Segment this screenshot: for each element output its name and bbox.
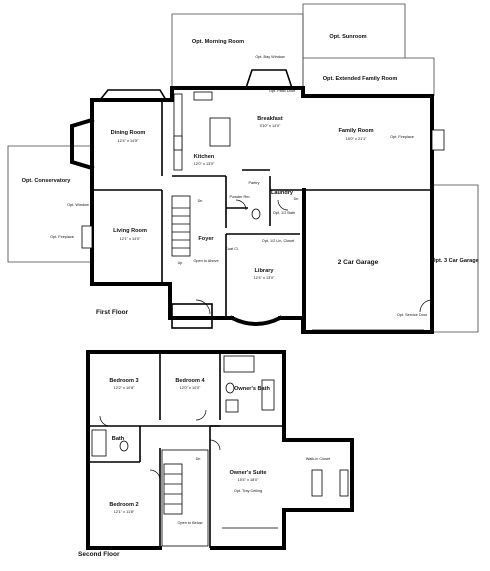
walkin-closet-shelf <box>311 469 323 497</box>
patio-door-label: Opt. Patio Door <box>269 89 296 93</box>
stairs-dn2-label: Dn <box>196 457 201 461</box>
bedroom2-dim: 12'1" x 11'8" <box>114 510 135 514</box>
kitchen-dim: 12'0" x 13'0" <box>194 162 215 166</box>
kitchen-counter <box>173 93 183 171</box>
laundry-label: Laundry <box>271 190 294 196</box>
second-floor-exterior-wall <box>86 350 354 550</box>
sunroom-label: Opt. Sunroom <box>329 34 366 40</box>
bedroom3-label: Bedroom 3 <box>109 378 138 384</box>
suite-door-swing <box>209 439 221 451</box>
second-floor-plan: Bedroom 3 12'2" x 10'8" Bedroom 4 12'0" … <box>78 350 354 558</box>
bath-label: Bath <box>112 436 125 442</box>
second-floor-exterior-wall-west <box>86 350 162 550</box>
first-floor-exterior-wall-west <box>90 98 172 302</box>
walkin-closet-shelf-2 <box>339 469 349 497</box>
family-fireplace <box>431 129 445 151</box>
foyer-label: Foyer <box>198 236 214 242</box>
walkin-closet-label: Walk-in Closet <box>306 457 331 461</box>
first-floor-plan: Opt. Morning Room Opt. Sunroom Opt. Bay … <box>7 3 479 334</box>
bay-window-label: Opt. Bay Window <box>255 55 285 59</box>
opt-extended-family-outline <box>302 57 435 96</box>
owners-suite-dim: 15'4" x 18'0" <box>238 478 259 482</box>
open-below-label: Open to Below <box>178 521 203 525</box>
living-room-dim: 12'1" x 14'0" <box>120 237 141 241</box>
second-floor-title: Second Floor <box>78 551 120 558</box>
bed4-door-swing <box>195 409 207 421</box>
family-fireplace-label: Opt. Fireplace <box>390 135 414 139</box>
breakfast-label: Breakfast <box>257 116 283 122</box>
owners-tub <box>223 355 255 373</box>
second-floor-stairs <box>163 463 183 515</box>
hall-tub <box>91 429 107 457</box>
open-above-label: Open to Above <box>193 259 218 263</box>
conservatory-label: Opt. Conservatory <box>22 178 72 184</box>
kitchen-island <box>209 117 231 147</box>
opt-morning-room-outline <box>171 13 304 88</box>
owners-suite-label: Owner's Suite <box>229 470 266 476</box>
opt-garage-label: Opt. 3 Car Garage <box>431 258 479 264</box>
stairs-dn-label: Dn <box>198 199 203 203</box>
living-room-label: Living Room <box>113 228 147 234</box>
first-floor-exterior-wall-front <box>168 298 234 320</box>
owners-vanity <box>261 379 275 411</box>
dining-bay-window <box>70 117 95 171</box>
stairs-up-label: Up <box>178 261 183 265</box>
owners-toilet <box>225 382 235 394</box>
extended-family-label: Opt. Extended Family Room <box>323 76 398 82</box>
service-door-swing <box>419 299 433 313</box>
living-fireplace-label: Opt. Fireplace <box>50 235 74 239</box>
powder-room-label: Powder Rm. <box>230 195 251 199</box>
refrigerator <box>173 135 183 151</box>
tray-ceiling-label: Opt. Tray Ceiling <box>234 489 262 493</box>
pantry-label: Pantry <box>249 181 260 185</box>
first-floor-stairs <box>171 195 191 257</box>
living-fireplace <box>81 225 93 249</box>
family-room-dim: 16'0" x 21'1" <box>346 137 367 141</box>
laundry-door-swing <box>277 199 289 211</box>
family-room-label: Family Room <box>338 128 373 134</box>
owners-shower <box>225 399 239 413</box>
kitchen-label: Kitchen <box>194 154 215 160</box>
morning-room-label: Opt. Morning Room <box>192 39 244 45</box>
powder-door-swing <box>235 199 247 211</box>
opt-closet-label: Opt. 1/2 Lin. Closet <box>262 239 295 243</box>
bedroom3-dim: 12'2" x 10'8" <box>114 386 135 390</box>
opt-sunroom-outline <box>302 3 406 58</box>
bedroom4-label: Bedroom 4 <box>175 378 205 384</box>
garage-label: 2 Car Garage <box>338 259 379 266</box>
breakfast-bay-window <box>245 69 293 89</box>
kitchen-sink <box>193 91 213 101</box>
front-porch <box>171 303 213 329</box>
dining-room-dim: 12'4" x 14'5" <box>118 139 139 143</box>
dining-top-window <box>99 89 167 101</box>
dining-room-label: Dining Room <box>111 130 146 136</box>
bed2-door-swing <box>149 469 161 481</box>
powder-toilet <box>251 208 261 220</box>
hall-toilet <box>119 440 129 452</box>
bedroom2-label: Bedroom 2 <box>109 502 138 508</box>
opt-conservatory-outline <box>7 145 90 263</box>
library-bay-window <box>229 315 283 326</box>
first-floor-title: First Floor <box>96 309 129 316</box>
owners-bath-label: Owner's Bath <box>234 386 270 392</box>
opt-3car-garage-outline <box>432 184 479 333</box>
service-door-label: Opt. Service Door <box>397 313 428 317</box>
bed3-door-swing <box>99 415 111 427</box>
breakfast-dim: 9'10" x 14'0" <box>260 124 281 128</box>
front-door-swing <box>195 299 211 315</box>
laundry-dn-label: Dn <box>294 197 299 201</box>
library-dim: 12'4" x 13'0" <box>254 276 275 280</box>
opt-half-bath-label: Opt. 1/2 Bath <box>273 211 295 215</box>
coat-closet-label: Coat Cl. <box>225 247 239 251</box>
library-label: Library <box>255 268 275 274</box>
window-label: Opt. Window <box>67 203 89 207</box>
bedroom4-dim: 12'0" x 10'0" <box>180 386 201 390</box>
